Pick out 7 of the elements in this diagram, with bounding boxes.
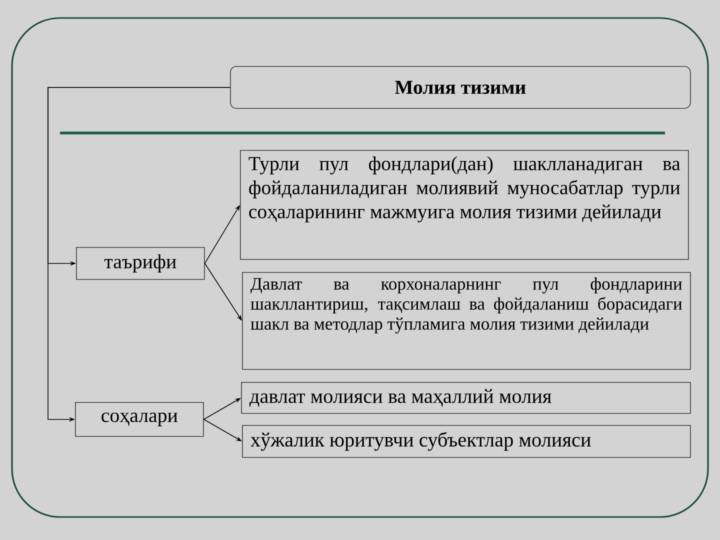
category-box: хўжалик юритувчи субъектлар молияси: [242, 425, 691, 458]
category-box: давлат молияси ва маҳаллий молия: [241, 382, 691, 414]
heading-box: таърифи: [76, 247, 205, 280]
definition-box: Давлат ва корхоналарнинг пул фондларини шакллантириш, тақсимлаш ва фойдаланиш борасидаги шакл ва методлар тўпламига молия тизими дейилади: [242, 272, 691, 370]
title-box: Молия тизими: [230, 66, 691, 109]
heading-box: соҳалари: [75, 402, 204, 437]
definition-box: Турли пул фондлари(дан) шаклланадиган ва фойдаланиладиган молиявий муносабатлар турли соҳаларининг мажмуига молия тизими дейилади: [240, 150, 689, 260]
